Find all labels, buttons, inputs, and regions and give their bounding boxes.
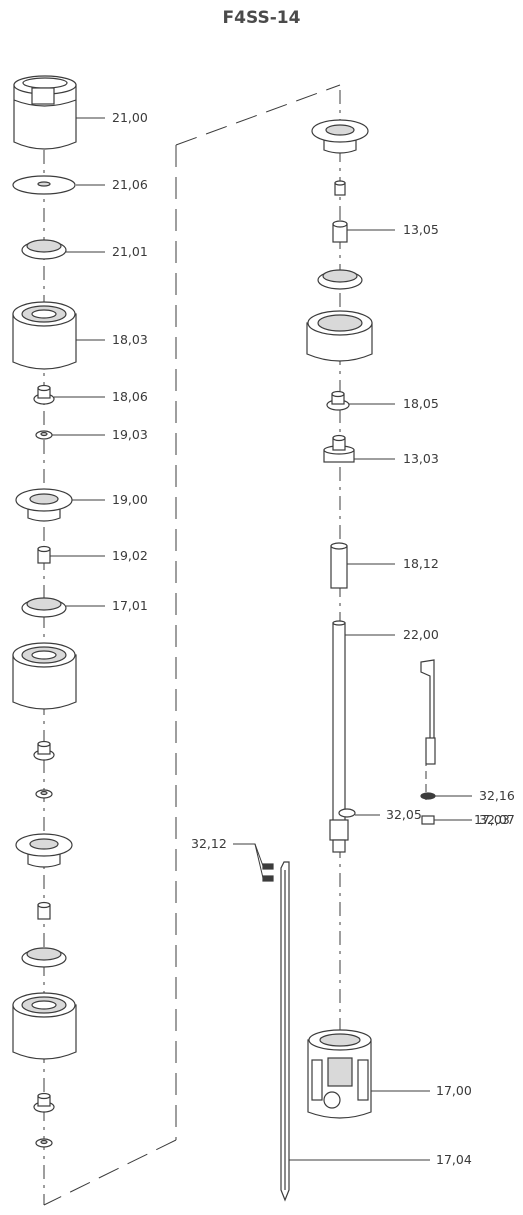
label-21-06: 21,06 <box>112 177 148 192</box>
label-19-00: 19,00 <box>112 492 148 507</box>
part-32-05-key-drawing <box>338 808 356 818</box>
label-17-00: 17,00 <box>436 1083 472 1098</box>
part-32-12-screws-drawing <box>262 863 274 882</box>
label-18-03: 18,03 <box>112 332 148 347</box>
label-17-01: 17,01 <box>112 598 148 613</box>
nut-stage-3-drawing <box>35 1138 53 1148</box>
part-labels: 21,00 21,06 21,01 18,03 18,06 19,03 19,0… <box>112 110 515 1167</box>
part-17-04-cable-guard-drawing <box>280 861 290 1202</box>
part-21-01-drawing <box>21 239 67 260</box>
part-13-05-drawing <box>332 220 348 243</box>
part-13-03-drawing <box>323 434 355 463</box>
bearing-stage-3-drawing <box>33 1092 55 1113</box>
label-32-16: 32,16 <box>479 788 515 803</box>
label-21-00: 21,00 <box>112 110 148 125</box>
part-17-00-strainer-drawing <box>307 1029 372 1119</box>
part-18-03-drawing <box>12 301 77 370</box>
part-17-01-drawing <box>21 597 67 618</box>
label-19-02: 19,02 <box>112 548 148 563</box>
ring-stage-2-drawing <box>21 947 67 968</box>
label-18-05: 18,05 <box>403 396 439 411</box>
label-32-12: 32,12 <box>191 836 227 851</box>
part-21-00-drawing <box>13 75 77 150</box>
label-17-03: 17,03 <box>474 812 510 827</box>
diagram-title: F4SS-14 <box>222 8 301 28</box>
part-19-02-drawing <box>37 545 51 564</box>
label-19-03: 19,03 <box>112 427 148 442</box>
bowl-right-drawing <box>306 310 373 362</box>
part-21-06-drawing <box>12 175 76 195</box>
bowl-stage-3-drawing <box>12 992 77 1060</box>
nut-stage-2-drawing <box>35 789 53 799</box>
label-13-05: 13,05 <box>403 222 439 237</box>
label-32-05: 32,05 <box>386 807 422 822</box>
ring-right-drawing <box>317 269 363 290</box>
label-13-03: 13,03 <box>403 451 439 466</box>
bowl-stage-2-drawing <box>12 642 77 710</box>
part-19-03-drawing <box>35 430 53 440</box>
part-18-05-drawing <box>326 390 350 411</box>
label-21-01: 21,01 <box>112 244 148 259</box>
small-bushing-drawing <box>334 180 346 196</box>
bearing-stage-2-drawing <box>33 740 55 761</box>
part-32-16-washer-drawing <box>420 792 436 800</box>
part-18-12-drawing <box>330 542 348 589</box>
part-17-03-cable-guard-drawing <box>420 659 436 765</box>
label-18-06: 18,06 <box>112 389 148 404</box>
label-18-12: 18,12 <box>403 556 439 571</box>
top-diffuser-drawing <box>311 119 369 154</box>
label-32-07: 32,07 <box>479 812 515 827</box>
diffuser-stage-2-drawing <box>15 833 73 868</box>
part-19-00-drawing <box>15 488 73 522</box>
part-32-07-nut-drawing <box>421 815 435 825</box>
label-22-00: 22,00 <box>403 627 439 642</box>
part-22-00-shaft-drawing <box>329 620 349 853</box>
leader-lines <box>50 117 472 1161</box>
label-17-04: 17,04 <box>436 1152 472 1167</box>
bushing-stage-2-drawing <box>37 901 51 920</box>
part-18-06-drawing <box>33 384 55 405</box>
